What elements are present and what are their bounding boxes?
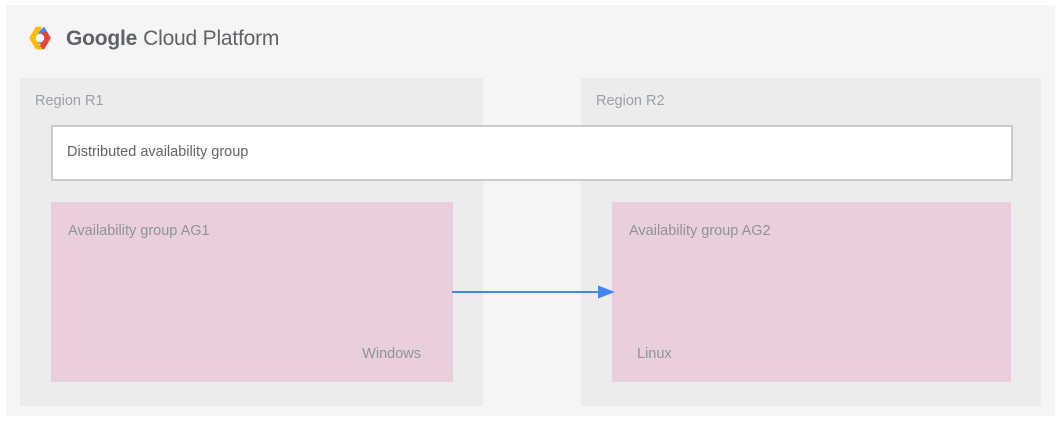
region-label-r2: Region R2	[596, 93, 665, 109]
brand-word-google: Google	[66, 27, 138, 50]
region-label-r1: Region R1	[35, 93, 104, 109]
google-cloud-platform-logo-icon	[24, 23, 56, 55]
availability-group-title-ag2: Availability group AG2	[629, 223, 771, 239]
distributed-availability-group-label: Distributed availability group	[67, 144, 249, 160]
distributed-availability-group-box: Distributed availability group	[51, 125, 1013, 181]
replication-arrow-icon	[452, 283, 616, 301]
brand-word-cloud-platform: Cloud Platform	[143, 27, 280, 50]
availability-group-box-ag2: Availability group AG2 Linux	[612, 202, 1011, 382]
availability-group-title-ag1: Availability group AG1	[68, 223, 210, 239]
availability-group-box-ag1: Availability group AG1 Windows	[51, 202, 453, 382]
os-label-linux: Linux	[637, 346, 672, 362]
os-label-windows: Windows	[362, 346, 421, 362]
